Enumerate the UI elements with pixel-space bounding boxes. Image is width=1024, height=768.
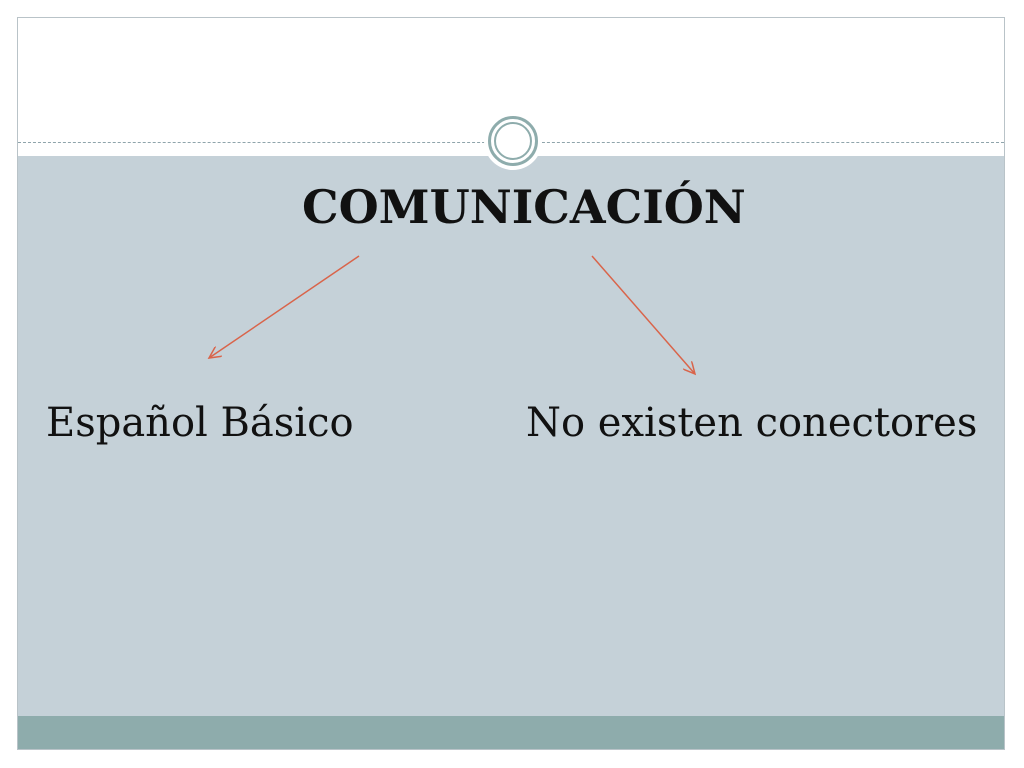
circle-ornament-inner: [494, 122, 532, 160]
node-no-existen-conectores: No existen conectores: [526, 400, 978, 446]
footer-bar: [18, 716, 1004, 749]
node-espanol-basico: Español Básico: [46, 400, 354, 446]
diagram-title: COMUNICACIÓN: [302, 180, 746, 234]
content-panel: [18, 156, 1004, 716]
